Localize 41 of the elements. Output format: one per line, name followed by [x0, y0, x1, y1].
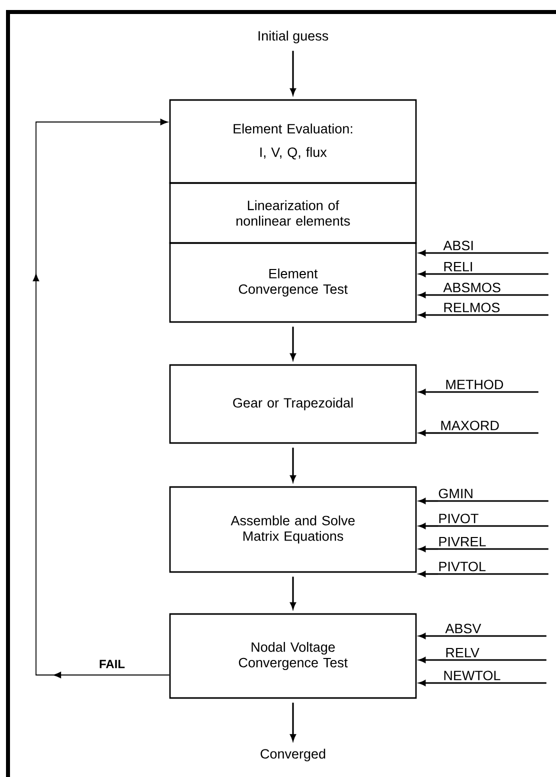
- arrow: [290, 702, 296, 741]
- input-arrow: [419, 523, 438, 529]
- input-arrow: [419, 546, 438, 552]
- process-box: Linearization of nonlinear elements: [169, 182, 417, 244]
- input-arrow: [419, 292, 443, 298]
- process-box: Assemble and Solve Matrix Equations: [169, 486, 417, 573]
- process-box: Element Evaluation: I, V, Q, flux: [169, 99, 417, 184]
- parameter-name: RELV: [445, 648, 546, 661]
- input-arrow: [419, 657, 445, 663]
- parameter-name: PIVREL: [438, 537, 548, 550]
- parameter-name: NEWTOL: [443, 670, 546, 684]
- parameter-name: RELI: [443, 262, 548, 275]
- arrow: [290, 448, 296, 482]
- process-box: Nodal Voltage Convergence Test: [169, 613, 417, 699]
- arrow: [290, 326, 296, 360]
- input-arrow: [419, 571, 438, 577]
- process-box: Element Convergence Test: [169, 242, 417, 323]
- parameter-name: PIVTOL: [438, 562, 548, 575]
- parameter-name: ABSMOS: [443, 282, 548, 296]
- parameter-name: MAXORD: [440, 420, 538, 434]
- input-arrow: [419, 312, 443, 318]
- input-arrow: [419, 271, 443, 277]
- arrow: [290, 576, 296, 609]
- parameter-name: RELMOS: [443, 302, 548, 316]
- edge-label: FAIL: [98, 658, 126, 670]
- input-arrow: [419, 633, 445, 639]
- process-box: Gear or Trapezoidal: [169, 364, 417, 444]
- input-arrow: [419, 680, 443, 686]
- flow-text: Converged: [260, 748, 326, 762]
- parameter-name: METHOD: [445, 380, 538, 393]
- input-arrow: [419, 430, 440, 436]
- parameter-name: GMIN: [438, 488, 548, 502]
- arrow: [290, 50, 296, 95]
- input-arrow: [419, 250, 443, 256]
- parameter-name: PIVOT: [438, 514, 548, 527]
- flow-text: Initial guess: [258, 30, 328, 44]
- feedback-arrow: [32, 118, 170, 678]
- parameter-name: ABSI: [443, 240, 548, 254]
- input-arrow: [419, 498, 438, 504]
- parameter-name: ABSV: [445, 624, 546, 637]
- input-arrow: [419, 389, 445, 395]
